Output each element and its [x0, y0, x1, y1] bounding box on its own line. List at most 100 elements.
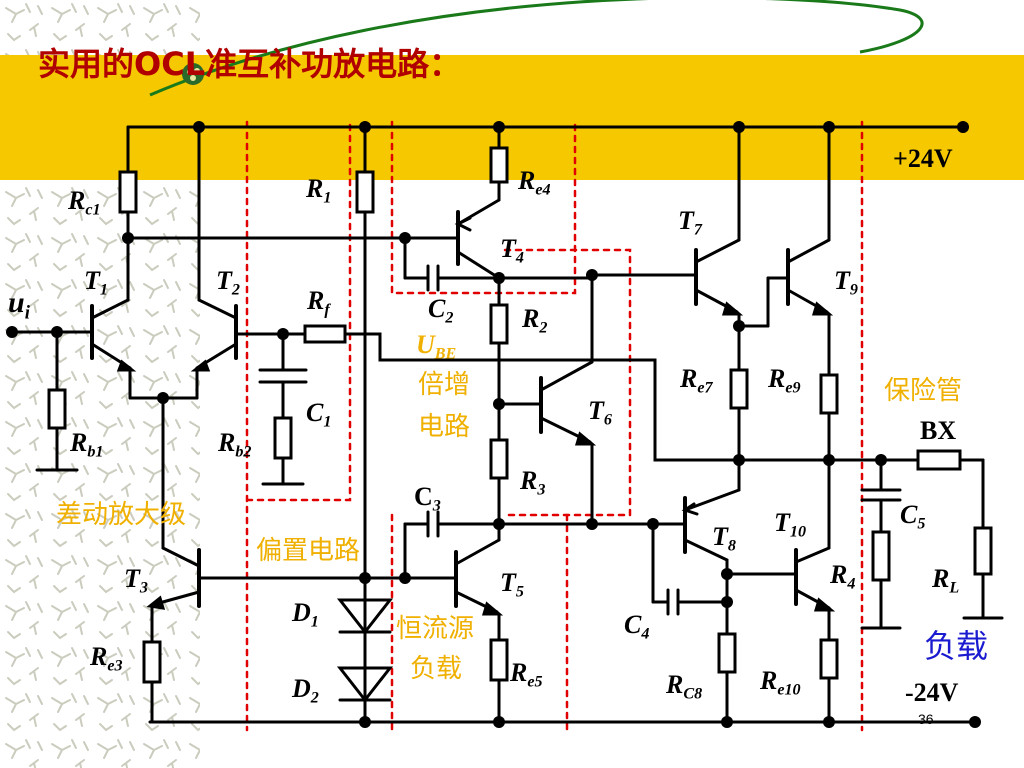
- label-T9-main: T: [834, 266, 850, 295]
- label-T4-main: T: [500, 234, 516, 263]
- label-Re10-main: R: [760, 666, 778, 695]
- Re5-resistor: [489, 638, 509, 682]
- label-Rb1-sub: b1: [87, 443, 104, 461]
- label-D2-main: D: [292, 674, 311, 703]
- label-T8-main: T: [712, 522, 728, 551]
- label-R1-sub: 1: [323, 189, 332, 207]
- C5-series-resistor: [871, 530, 891, 582]
- label-Re5-sub: e5: [527, 673, 543, 691]
- annotation-diff-stage: 差动放大级: [56, 500, 187, 530]
- annotation-const-current-2: 负载: [410, 654, 463, 684]
- label-T4-sub: 4: [515, 249, 524, 267]
- label-RL-main: R: [932, 564, 950, 593]
- Rc1-resistor: [118, 170, 138, 214]
- bias-chain: [336, 125, 394, 724]
- label-Re7-main: R: [680, 364, 698, 393]
- label-R2-sub: 2: [539, 319, 548, 337]
- label-Re4-main: R: [518, 166, 536, 195]
- label-Re3-main: R: [90, 642, 108, 671]
- label-Re5-main: R: [510, 658, 528, 687]
- label-UBE-main: U: [416, 330, 435, 359]
- vcc-label: +24V: [893, 144, 953, 173]
- label-Re3-sub: e3: [107, 657, 123, 675]
- label-T9: T9: [834, 268, 858, 299]
- annotation-const-current-1: 恒流源: [396, 614, 475, 644]
- D2-diode: [336, 666, 394, 703]
- annotation-fuse: 保险管: [884, 376, 963, 406]
- label-T3-sub: 3: [139, 579, 148, 597]
- RC8-resistor: [717, 632, 737, 674]
- label-T2: T2: [216, 268, 240, 299]
- label-C1: C1: [306, 400, 331, 431]
- label-T2-main: T: [216, 266, 232, 295]
- label-D2: D2: [292, 676, 319, 707]
- label-T10: T10: [774, 510, 806, 541]
- label-Re10-sub: e10: [777, 681, 801, 699]
- label-Rf-main: R: [307, 286, 325, 315]
- label-R1: R1: [306, 176, 331, 207]
- label-T8-sub: 8: [727, 537, 736, 555]
- R1-resistor: [355, 170, 375, 214]
- annotation-load: 负载: [924, 627, 989, 665]
- R2-resistor: [489, 303, 509, 345]
- swoosh-curve: [149, 0, 924, 97]
- label-T6-main: T: [588, 396, 604, 425]
- label-Re7-sub: e7: [697, 379, 713, 397]
- label-T5-sub: 5: [515, 583, 524, 601]
- header-band: [0, 55, 1024, 180]
- label-R4: R4: [830, 562, 855, 593]
- R3-resistor: [489, 438, 509, 480]
- label-C2-sub: 2: [445, 309, 454, 327]
- label-T6: T6: [588, 398, 612, 429]
- label-C4: C4: [624, 612, 649, 643]
- label-RL: RL: [932, 566, 959, 597]
- label-T10-main: T: [774, 508, 790, 537]
- label-T10-sub: 10: [789, 523, 806, 541]
- label-T8: T8: [712, 524, 736, 555]
- label-R3-sub: 3: [537, 481, 546, 499]
- label-Rc1-sub: c1: [85, 201, 101, 219]
- label-C2: C2: [428, 296, 453, 327]
- annotation-ube-mult-1: 倍增: [418, 370, 471, 400]
- label-Rb2: Rb2: [218, 430, 251, 461]
- label-R4-main: R: [830, 560, 848, 589]
- label-BX: BX: [920, 416, 957, 445]
- Re7-resistor: [729, 368, 749, 410]
- label-T5: T5: [500, 570, 524, 601]
- label-Rb2-sub: b2: [235, 443, 252, 461]
- label-T2-sub: 2: [231, 281, 240, 299]
- drive-stage: [403, 125, 698, 724]
- label-R3-main: R: [520, 466, 538, 495]
- Re4-resistor: [489, 146, 509, 184]
- label-Re9: Re9: [768, 366, 801, 397]
- label-Rb2-main: R: [218, 428, 236, 457]
- label-ui: ui: [8, 288, 30, 323]
- label-C3: C3: [414, 484, 441, 515]
- label-Re4-sub: e4: [535, 181, 551, 199]
- label-T1-sub: 1: [99, 281, 108, 299]
- label-R2-main: R: [522, 304, 540, 333]
- label-D1: D1: [292, 600, 319, 631]
- label-Rc1: Rc1: [68, 188, 101, 219]
- label-UBE: UBE: [416, 332, 456, 363]
- vee-label: -24V: [905, 678, 959, 707]
- label-C5: C5: [900, 502, 925, 533]
- label-R1-main: R: [306, 174, 324, 203]
- D1-diode: [336, 598, 394, 635]
- label-Re7: Re7: [680, 366, 713, 397]
- label-C4-sub: 4: [641, 625, 650, 643]
- label-R2: R2: [522, 306, 547, 337]
- label-T7-sub: 7: [693, 221, 702, 239]
- label-RC8-sub: C8: [683, 685, 703, 703]
- label-R4-sub: 4: [847, 575, 856, 593]
- label-Re9-sub: e9: [785, 379, 801, 397]
- label-D2-sub: 2: [310, 689, 319, 707]
- label-UBE-sub: BE: [434, 345, 457, 363]
- label-RL-sub: L: [949, 579, 960, 597]
- label-Re4: Re4: [518, 168, 551, 199]
- label-T3-main: T: [124, 564, 140, 593]
- label-Rb1: Rb1: [70, 430, 103, 461]
- label-T1: T1: [84, 268, 108, 299]
- label-Rf-sub: f: [324, 301, 330, 319]
